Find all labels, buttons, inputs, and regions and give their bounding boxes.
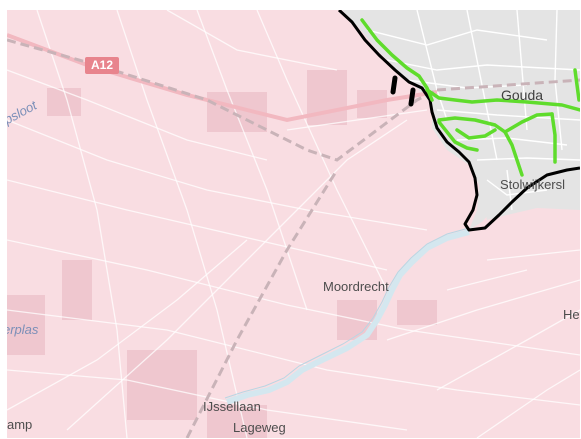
- label-ijssellaan: IJssellaan: [203, 399, 261, 414]
- label-gouda: Gouda: [501, 87, 544, 103]
- river-edge: [224, 227, 470, 399]
- a12-motorway: [7, 33, 438, 123]
- hollandse-ijssel-river: [226, 229, 470, 405]
- label-stolwijkersluis: Stolwijkersl: [500, 177, 566, 192]
- stolwijk-urban-area: [477, 160, 580, 220]
- label-moordrecht: Moordrecht: [323, 279, 389, 294]
- map-view[interactable]: A12 Gouda Stolwijkersl Moordrecht IJssel…: [7, 10, 580, 438]
- road-network: [7, 10, 580, 438]
- boundary-spur: [390, 75, 416, 107]
- a12-road-shield: A12: [85, 57, 120, 74]
- green-routes: [360, 18, 580, 177]
- label-lageweg: Lageweg: [233, 420, 286, 435]
- label-water-plas: erplas: [7, 322, 39, 337]
- boundary-line: [337, 10, 580, 232]
- map-canvas[interactable]: [7, 10, 580, 438]
- label-amp: amp: [7, 417, 33, 432]
- railways: [7, 38, 580, 438]
- label-he: He: [563, 307, 580, 322]
